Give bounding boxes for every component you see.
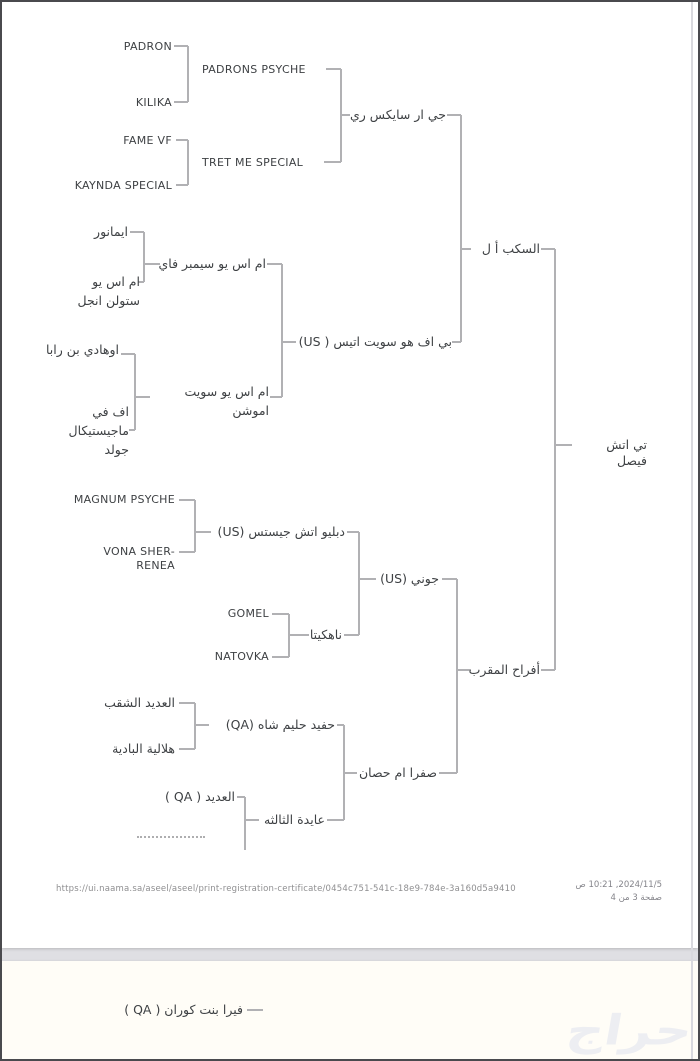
- pedigree-node-ohadi-bin-raba: اوهادي بن رابا: [46, 342, 119, 357]
- pedigree-node-johnny-us: جوني (US): [380, 571, 439, 586]
- pedigree-connector-line: [195, 531, 211, 533]
- pedigree-node-tret-me-special: TRET ME SPECIAL: [202, 156, 304, 169]
- pedigree-connector-line: [447, 114, 461, 116]
- pedigree-node-msu-stolen-angel: ام اس يو ستولن انجل: [77, 274, 141, 308]
- pedigree-connector-line: [144, 263, 160, 265]
- pedigree-node-ayda-al-thaltha: عايدة الثالثه: [264, 812, 325, 827]
- certificate-page-3: [2, 2, 698, 948]
- pedigree-connector-line: [174, 45, 188, 47]
- pedigree-connector-line: [554, 249, 556, 670]
- print-footer-meta: 2024/11/5, 10:21 ص صفحة 3 من 4: [502, 879, 662, 905]
- pedigree-node-natovka: NATOVKA: [214, 650, 269, 663]
- pedigree-node-al-sakb-a-l: السكب أ ل: [481, 241, 540, 256]
- page-number-text: صفحة 3 من 4: [610, 893, 662, 903]
- pedigree-connector-line: [121, 353, 135, 355]
- pedigree-connector-line: [457, 669, 471, 671]
- truncated-name-fragment: [137, 836, 205, 838]
- pedigree-connector-line: [174, 101, 188, 103]
- pedigree-connector-line: [541, 248, 555, 250]
- pedigree-connector-line: [460, 115, 462, 342]
- pedigree-connector-line: [179, 551, 195, 553]
- pedigree-connector-line: [439, 772, 457, 774]
- pedigree-connector-line: [344, 634, 359, 636]
- pedigree-node-msu-sweet-emotion: ام اس يو سويت اموشن: [184, 384, 270, 418]
- pedigree-connector-line: [343, 725, 345, 820]
- pedigree-connector-line: [452, 341, 461, 343]
- pedigree-connector-line: [282, 341, 296, 343]
- pedigree-connector-line: [555, 444, 572, 446]
- pedigree-connector-line: [143, 232, 145, 282]
- pedigree-node-afrah-al-muqarrab: أفراح المقرب: [468, 662, 540, 677]
- pedigree-node-msu-simber-fai: ام اس يو سيمبر فاي: [158, 256, 266, 271]
- pedigree-connector-line: [442, 578, 457, 580]
- pedigree-node-padrons-psyche: PADRONS PSYCHE: [202, 63, 306, 76]
- pedigree-connector-line: [187, 46, 189, 102]
- pedigree-connector-line: [130, 231, 144, 233]
- pedigree-connector-line: [340, 69, 342, 162]
- pedigree-connector-line: [134, 354, 136, 430]
- pedigree-connector-line: [138, 281, 144, 283]
- pedigree-connector-line: [326, 68, 341, 70]
- pedigree-node-nahkita: ناهكيتا: [309, 627, 342, 642]
- pedigree-connector-line: [179, 702, 195, 704]
- pedigree-connector-line: [358, 532, 360, 635]
- pedigree-connector-line: [129, 429, 135, 431]
- pedigree-connector-line: [237, 796, 245, 798]
- pedigree-connector-line: [456, 579, 458, 773]
- pedigree-node-gr-psyches-rey: جي ار سايكس ري: [350, 107, 446, 122]
- pedigree-connector-line: [344, 772, 357, 774]
- pedigree-connector-line: [270, 396, 282, 398]
- pedigree-connector-line: [341, 114, 350, 116]
- pedigree-connector-line: [541, 669, 555, 671]
- pedigree-connector-line: [327, 819, 344, 821]
- pedigree-node-wh-justice: دبليو اتش جيستس (US): [217, 524, 345, 539]
- pedigree-node-vona-sher-renea: VONA SHER-RENEA: [103, 545, 175, 572]
- pedigree-connector-line: [461, 248, 471, 250]
- pedigree-connector-line: [176, 184, 188, 186]
- pedigree-connector-line: [194, 500, 196, 552]
- pedigree-connector-line: [324, 161, 341, 163]
- pedigree-node-gomel: GOMEL: [227, 607, 269, 620]
- pedigree-node-al-adeed-al-shaqab: العديد الشقب: [104, 695, 175, 710]
- pedigree-connector-line: [135, 396, 150, 398]
- pedigree-connector-line: [176, 139, 188, 141]
- pedigree-node-fv-magistical-gold: اف في ماجيستيكال جولد: [68, 404, 130, 457]
- pedigree-node-magnum-psyche: MAGNUM PSYCHE: [73, 493, 175, 506]
- pedigree-node-hafeed-haleem-shah: حفيد حليم شاه (QA): [225, 717, 335, 732]
- page-edge-line: [691, 2, 693, 1059]
- pedigree-node-padron: PADRON: [123, 40, 172, 53]
- pedigree-node-ti-h-faisal: تي اتش فيصل: [606, 437, 647, 468]
- pedigree-connector-line: [245, 819, 259, 821]
- pedigree-connector-line: [359, 578, 376, 580]
- print-url-text: https://ui.naama.sa/aseel/aseel/print-re…: [56, 884, 516, 894]
- print-datetime: 2024/11/5, 10:21 ص: [575, 880, 662, 890]
- pedigree-connector-line: [179, 748, 195, 750]
- pedigree-node-bf-ho-sweet-atis: بي اف هو سويت اتيس ( US): [298, 334, 452, 349]
- pedigree-node-fame-vf: FAME VF: [123, 134, 172, 147]
- pedigree-node-al-adeed-qa: العديد ( QA ): [165, 789, 235, 804]
- pedigree-connector-line: [272, 613, 289, 615]
- pedigree-connector-line: [337, 724, 344, 726]
- pedigree-node-fira-bint-koran: فيرا بنت كوران ( QA ): [124, 1002, 243, 1017]
- pedigree-node-imanor: ايمانور: [94, 224, 128, 239]
- pedigree-node-kaynda-special: KAYNDA SPECIAL: [74, 179, 172, 192]
- pedigree-connector-line: [187, 140, 189, 185]
- pedigree-node-safra-um-hisan: صفرا ام حصان: [358, 765, 437, 780]
- pedigree-node-hilaliya-al-badia: هلالية البادية: [112, 741, 175, 756]
- pedigree-connector-line: [288, 614, 290, 657]
- pedigree-connector-line: [247, 1009, 263, 1011]
- pedigree-connector-line: [179, 499, 195, 501]
- pedigree-connector-line: [289, 634, 309, 636]
- pedigree-connector-line: [244, 797, 246, 850]
- pedigree-node-kilika: KILIKA: [135, 96, 172, 109]
- pedigree-connector-line: [281, 264, 283, 397]
- pedigree-connector-line: [272, 656, 289, 658]
- certificate-page-4-partial: حراج: [2, 961, 698, 1059]
- pedigree-connector-line: [194, 703, 196, 749]
- pedigree-connector-line: [267, 263, 282, 265]
- pedigree-connector-line: [195, 724, 209, 726]
- pedigree-connector-line: [347, 531, 359, 533]
